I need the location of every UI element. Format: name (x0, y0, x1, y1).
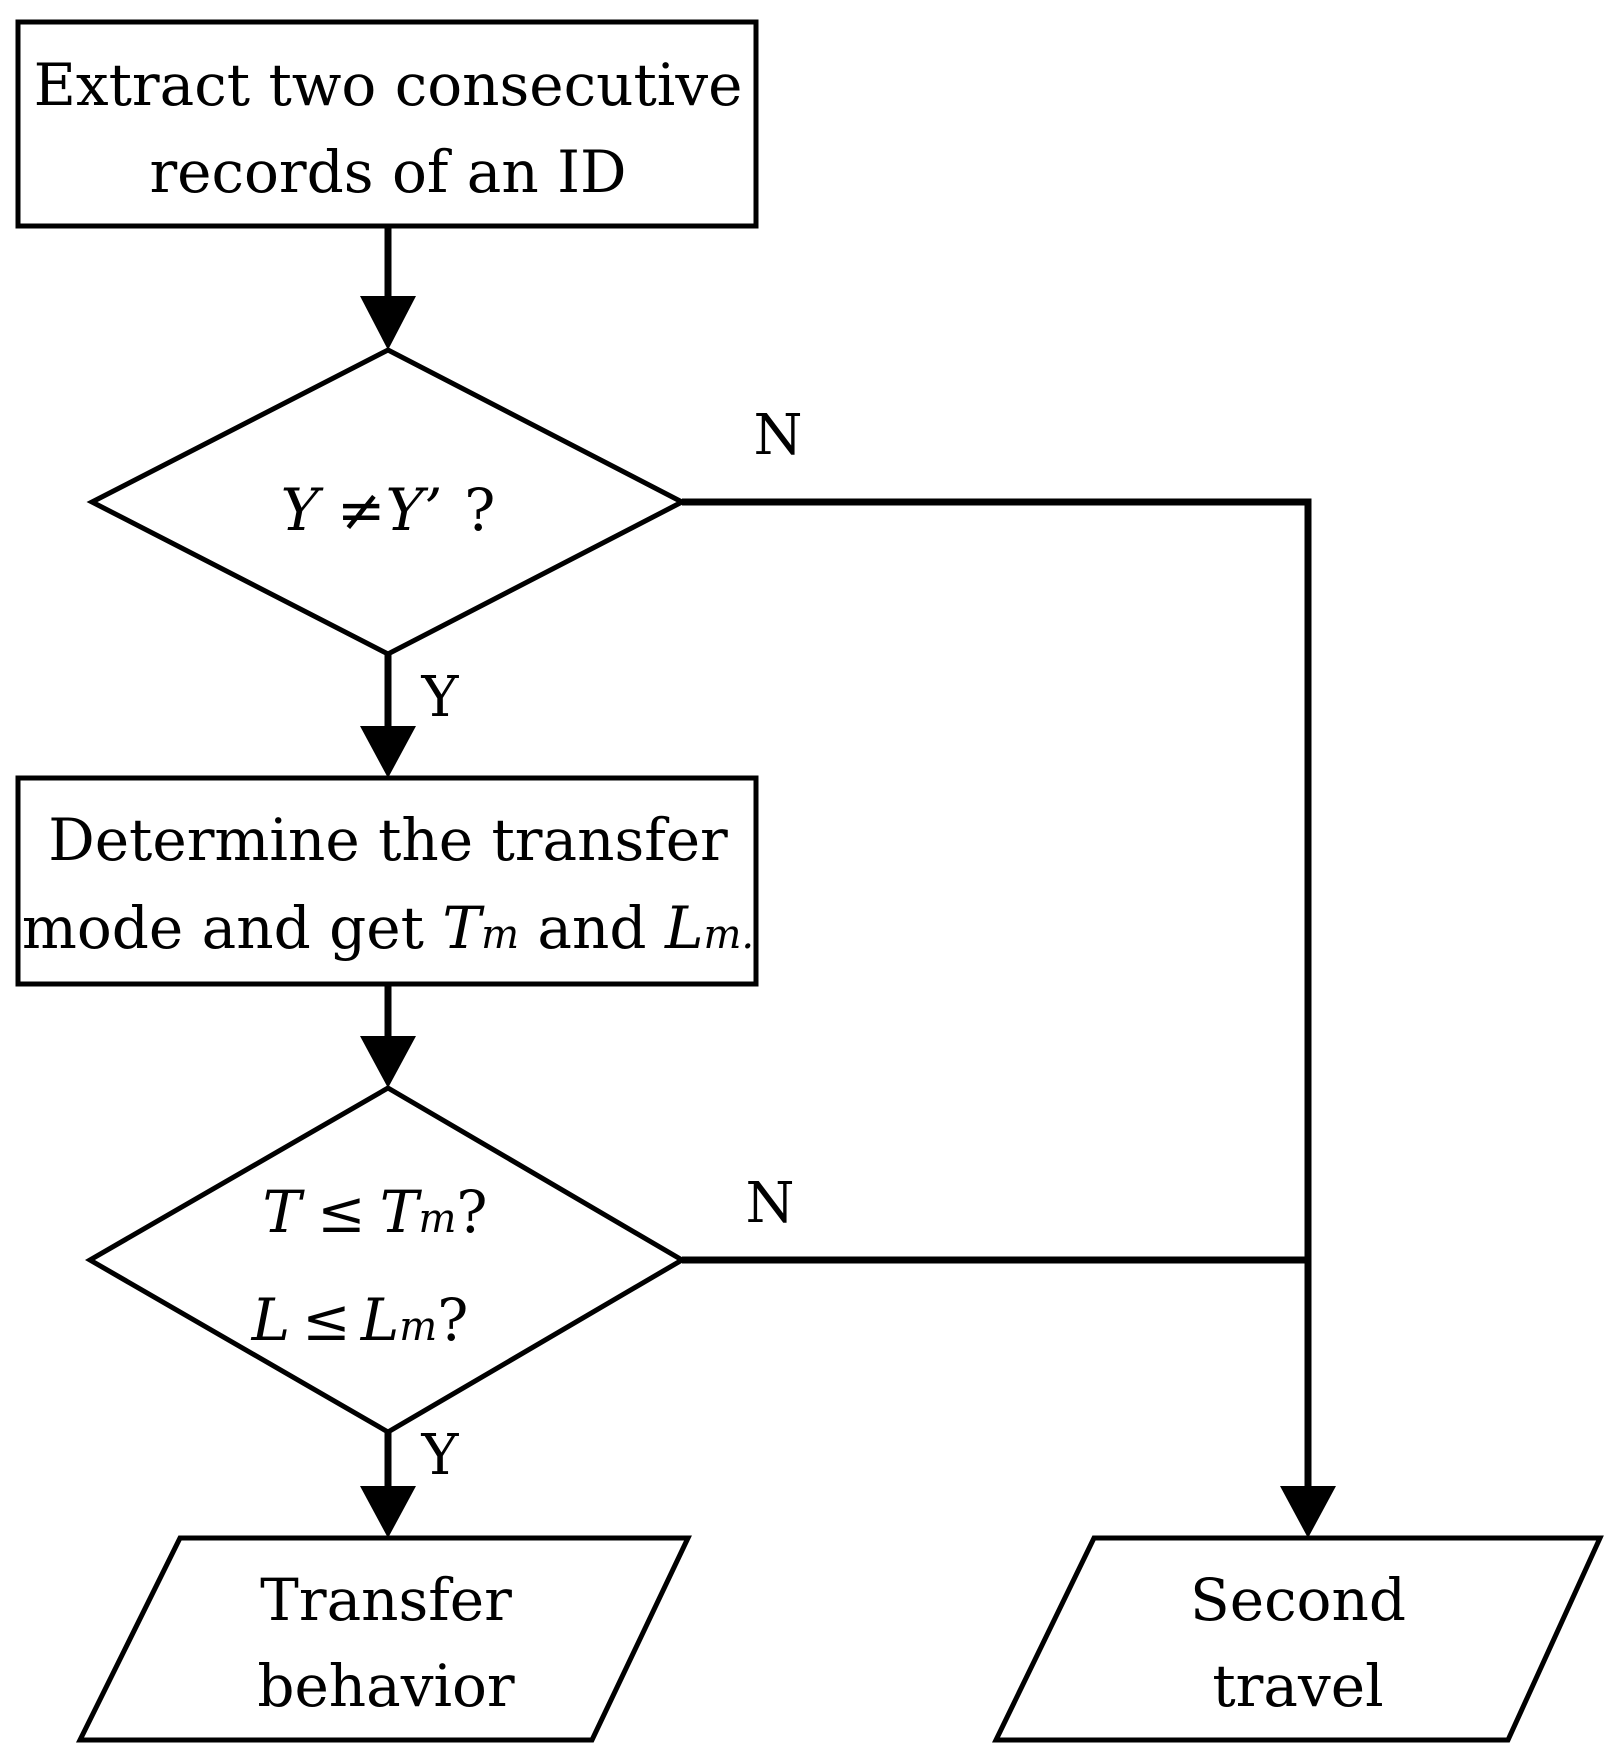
edge-label-yes-1: Y (421, 665, 460, 730)
decision-distance-condition: L≤Lm? (251, 1286, 469, 1354)
determine-l-symbol: L (664, 894, 704, 962)
output-transfer-parallelogram (75, 1535, 692, 1743)
output-transfer-behavior: Transfer behavior (75, 1535, 692, 1743)
distance-op: ≤ (302, 1286, 351, 1354)
arrowhead-transfer (360, 1486, 416, 1538)
process-extract: Extract two consecutive records of an ID (15, 19, 759, 229)
arrowhead-second (1280, 1486, 1336, 1538)
process-determine-line2: mode and get Tm and Lm. (22, 894, 754, 962)
time-rhs: T (380, 1178, 423, 1246)
output-second-line1: Second (1190, 1566, 1406, 1634)
process-extract-line1: Extract two consecutive (34, 51, 743, 119)
process-determine-line1: Determine the transfer (48, 806, 728, 874)
distance-rhs-sub: m (399, 1304, 437, 1350)
arrowhead-determine (360, 726, 416, 778)
decision-y-q: ? (464, 476, 495, 544)
output-second-travel: Second travel (992, 1535, 1604, 1743)
output-transfer-line2: behavior (257, 1652, 515, 1720)
determine-l-sub: m. (703, 912, 754, 958)
distance-lhs: L (251, 1286, 291, 1354)
process-determine-box (15, 775, 759, 987)
determine-text-a: mode and get (22, 894, 443, 962)
decision-time-distance: T≤Tm? L≤Lm? (84, 1085, 687, 1435)
edge-decision-y-no (682, 498, 1312, 1490)
decision-y-change-expression: Y≠Y’? (281, 476, 496, 544)
decision-y-rhs: Y’ (386, 476, 443, 544)
decision-y-change-diamond (86, 347, 688, 657)
process-extract-box (15, 19, 759, 229)
decision-time-condition: T≤Tm? (262, 1178, 487, 1246)
arrowhead-decision-y (360, 296, 416, 350)
output-second-line2: travel (1212, 1652, 1383, 1720)
process-extract-line2: records of an ID (149, 138, 626, 206)
determine-t-symbol: T (442, 894, 485, 962)
time-lhs: T (262, 1178, 305, 1246)
decision-y-lhs: Y (281, 476, 324, 544)
distance-rhs: L (360, 1286, 400, 1354)
decision-time-distance-diamond (84, 1085, 687, 1435)
edge-label-no-2: N (746, 1171, 795, 1236)
arrowhead-decision-tl (360, 1036, 416, 1088)
output-second-parallelogram (992, 1535, 1604, 1743)
decision-y-change: Y≠Y’? (86, 347, 688, 657)
decision-y-op: ≠ (337, 476, 386, 544)
time-op: ≤ (317, 1178, 366, 1246)
time-rhs-sub: m (418, 1196, 456, 1242)
determine-t-sub: m (481, 912, 519, 958)
edge-label-no-1: N (754, 403, 803, 468)
edge-label-yes-2: Y (421, 1423, 460, 1488)
distance-q: ? (437, 1286, 468, 1354)
process-determine: Determine the transfer mode and get Tm a… (15, 775, 759, 987)
time-q: ? (456, 1178, 487, 1246)
output-transfer-line1: Transfer (260, 1566, 512, 1634)
determine-text-b: and (519, 894, 665, 962)
